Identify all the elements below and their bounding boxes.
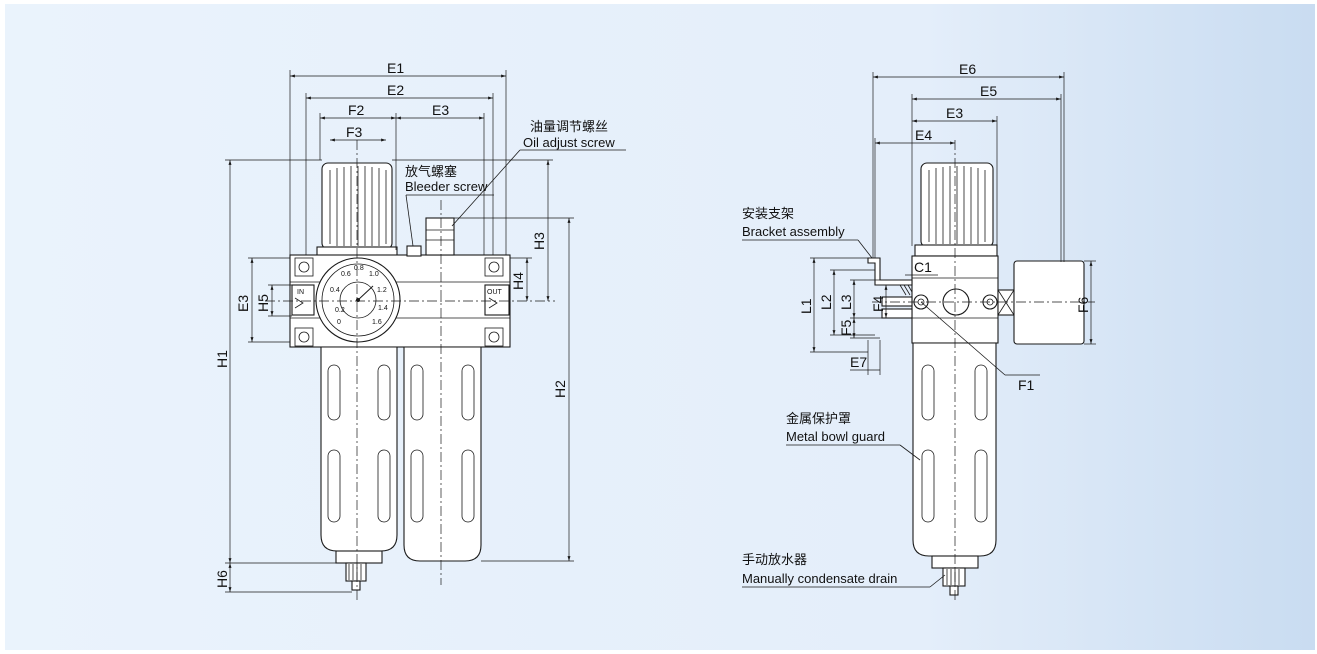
gauge-tick-label: 1.4 <box>378 305 388 312</box>
dim-L3: L3 <box>838 294 854 310</box>
in-port-label: IN <box>297 289 304 296</box>
dim-F2: F2 <box>348 102 365 118</box>
drain-callout-en: Manually condensate drain <box>742 571 897 586</box>
gauge-tick-label: 1.0 <box>369 271 379 278</box>
bracket-callout-cn: 安装支架 <box>742 206 794 221</box>
dim-E7: E7 <box>850 354 867 370</box>
bleeder-callout-en: Bleeder screw <box>405 179 488 194</box>
bleeder-screw <box>406 245 422 257</box>
side-gauge <box>1013 260 1085 345</box>
dim-E1: E1 <box>387 60 404 76</box>
pressure-gauge: 0.2 0.4 0.6 0.8 1.0 1.2 1.4 1.6 0 <box>315 257 401 343</box>
lubricator-bowl <box>403 346 482 562</box>
dim-F5: F5 <box>838 319 854 336</box>
right-view: E6 E5 E3 E4 C1 L1 L2 L3 F4 F5 E7 F6 F1 安… <box>742 61 1096 600</box>
dim-H5: H5 <box>255 294 271 312</box>
dim-E2: E2 <box>387 82 404 98</box>
dim-H3: H3 <box>531 232 547 250</box>
gauge-tick-label: 0 <box>337 319 341 326</box>
left-view: IN OUT 0.2 0.4 0.6 0.8 1.0 1.2 1.4 1.6 0 <box>214 60 626 600</box>
drawing-background <box>5 4 1315 650</box>
regulator-knob <box>316 162 398 257</box>
dim-E3: E3 <box>432 102 449 118</box>
oil-adjust-screw <box>425 217 455 256</box>
dim-F3: F3 <box>346 124 363 140</box>
dim-C1: C1 <box>914 259 932 275</box>
out-port-label: OUT <box>487 289 503 296</box>
dim-E6: E6 <box>959 61 976 77</box>
dim-L1: L1 <box>798 298 814 314</box>
oil-screw-callout-en: Oil adjust screw <box>523 135 615 150</box>
gauge-tick-label: 1.2 <box>377 287 387 294</box>
guard-callout-cn: 金属保护罩 <box>786 411 851 426</box>
dim-H4: H4 <box>510 272 526 290</box>
right-knob <box>914 162 998 257</box>
dim-F1: F1 <box>1018 377 1035 393</box>
gauge-tick-label: 0.8 <box>354 265 364 272</box>
right-bowl <box>912 342 997 557</box>
filter-regulator-bowl <box>320 346 398 591</box>
dim-E5: E5 <box>980 83 997 99</box>
out-port <box>484 284 510 316</box>
in-port <box>291 284 315 316</box>
bracket-callout-en: Bracket assembly <box>742 224 845 239</box>
dim-E3-vertical: E3 <box>235 295 251 312</box>
dim-E4: E4 <box>915 127 932 143</box>
gauge-tick-label: 1.6 <box>372 319 382 326</box>
bracket <box>867 257 913 286</box>
dim-F6: F6 <box>1075 296 1091 313</box>
dim-E3-right: E3 <box>946 105 963 121</box>
dim-F4: F4 <box>870 295 886 312</box>
dim-H2: H2 <box>552 380 568 398</box>
oil-screw-callout-cn: 油量调节螺丝 <box>530 119 608 134</box>
dim-L2: L2 <box>818 294 834 310</box>
gauge-tick-label: 0.4 <box>330 287 340 294</box>
gauge-tick-label: 0.6 <box>341 271 351 278</box>
gauge-tick-label: 0.2 <box>335 307 345 314</box>
dim-H6: H6 <box>214 570 230 588</box>
dim-H1: H1 <box>214 350 230 368</box>
right-dimensions <box>810 72 1096 376</box>
bleeder-callout-cn: 放气螺塞 <box>405 164 457 179</box>
drain-callout-cn: 手动放水器 <box>742 552 807 567</box>
guard-callout-en: Metal bowl guard <box>786 429 885 444</box>
left-dimensions <box>225 70 574 593</box>
